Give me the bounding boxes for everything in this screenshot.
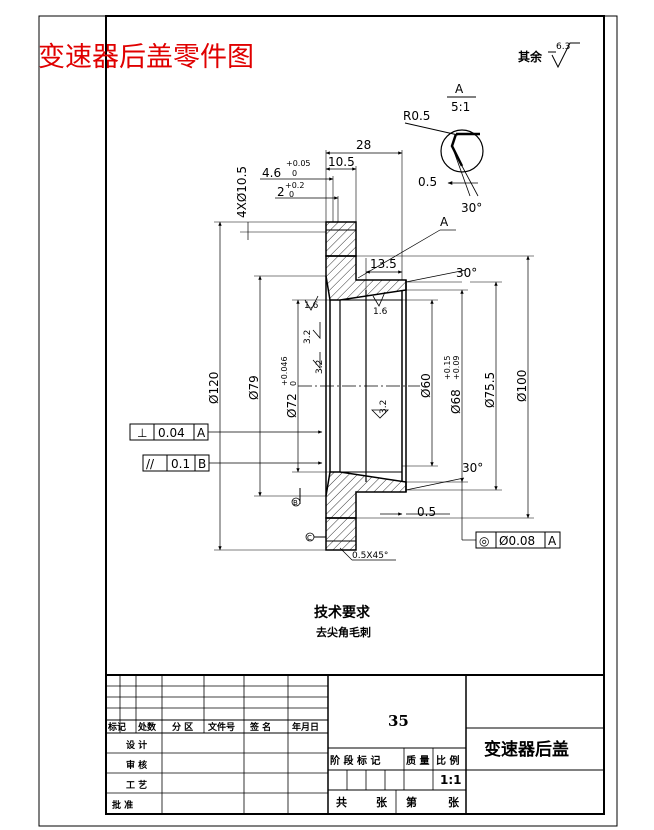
- parallelism-frame: [142, 454, 323, 472]
- par-datum: B: [198, 457, 206, 471]
- top-dimension-lines: [260, 150, 450, 516]
- dim-phi72: Ø72: [285, 393, 299, 418]
- tb-role-review: 审 核: [126, 759, 147, 771]
- dim-angle-bottom: 30°: [462, 461, 483, 475]
- dim-2-tol-upper: +0.2: [285, 181, 304, 190]
- tb-role-design: 设 计: [126, 739, 147, 751]
- dim-4-6-tol-upper: +0.05: [286, 159, 311, 168]
- dim-phi79: Ø79: [247, 375, 261, 400]
- roughness-icon: [304, 291, 389, 419]
- dim-holes: 4XØ10.5: [235, 166, 249, 218]
- tb-stage-header-2: 质 量: [406, 754, 429, 767]
- dim-phi60: Ø60: [419, 373, 433, 398]
- conc-datum: A: [548, 534, 557, 548]
- par-symbol: //: [146, 457, 155, 471]
- dim-phi120: Ø120: [207, 372, 221, 404]
- tb-sheet-label-4: 张: [448, 795, 460, 809]
- detail-profile: [447, 132, 480, 197]
- leader-a-label: A: [440, 215, 449, 229]
- drawing-title: 变速器后盖零件图: [38, 42, 254, 73]
- chamfer-leader: [339, 547, 353, 561]
- detail-label: A: [455, 82, 464, 96]
- surface-rest-value: 6.3: [556, 42, 570, 52]
- tb-rev-header-1: 标记: [107, 721, 126, 733]
- dim-4-6-tol-lower: 0: [292, 169, 297, 178]
- tb-role-process: 工 艺: [126, 779, 147, 791]
- conc-symbol: ◎: [479, 534, 489, 548]
- angle-bottom-line: [405, 477, 465, 491]
- concentricity-frame: [461, 482, 561, 549]
- detail-scale: 5:1: [451, 100, 470, 114]
- tb-scale-value: 1:1: [440, 773, 462, 787]
- dim-phi68-tol-upper: +0.15: [443, 355, 452, 380]
- datum-b-label: B: [293, 499, 298, 507]
- datum-b-icon: [291, 488, 301, 507]
- tb-stage-header-1: 阶 段 标 记: [330, 754, 380, 767]
- perp-datum: A: [197, 426, 206, 440]
- roughness-3: 3.2: [303, 330, 313, 344]
- detail-angle: 30°: [461, 201, 482, 215]
- dim-phi68: Ø68: [449, 389, 463, 414]
- detail-depth: 0.5: [418, 175, 437, 189]
- notes-heading: 技术要求: [314, 604, 371, 621]
- dim-angle-top: 30°: [456, 266, 477, 280]
- tb-rev-header-5: 签 名: [249, 721, 271, 733]
- perpendicularity-frame: [129, 423, 323, 441]
- dim-chamfer: 0.5X45°: [352, 551, 388, 561]
- surface-rest-label: 其余: [518, 49, 543, 64]
- angle-top-line: [405, 269, 467, 283]
- roughness-1: 1.6: [304, 301, 319, 311]
- tb-rev-header-2: 处数: [137, 721, 157, 733]
- perp-symbol: ⊥: [137, 426, 147, 440]
- tb-sheet-label-1: 共: [336, 795, 347, 809]
- tb-role-approve: 批 准: [112, 799, 133, 811]
- detail-circle: [440, 129, 484, 173]
- dim-phi72-tol-lower: 0: [289, 381, 298, 386]
- par-value: 0.1: [171, 457, 190, 471]
- datum-c-label: C: [307, 534, 312, 542]
- tb-rev-header-4: 文件号: [207, 721, 235, 733]
- datum-c-icon: [305, 532, 326, 542]
- notes-body: 去尖角毛刺: [316, 625, 371, 639]
- part-hub: [325, 255, 407, 519]
- dim-phi75-5: Ø75.5: [483, 372, 497, 408]
- roughness-2: 1.6: [373, 307, 388, 317]
- diameter-lines: [214, 221, 534, 551]
- tb-part-name: 变速器后盖: [484, 739, 569, 760]
- leader-a-line: [357, 229, 441, 279]
- detail-radius-leader: [404, 122, 459, 136]
- dim-10-5: 10.5: [328, 155, 355, 169]
- roughness-rest-icon: [548, 42, 580, 69]
- part-flange: [325, 221, 357, 551]
- tb-sheet-label-2: 张: [376, 795, 388, 809]
- conc-value: Ø0.08: [499, 534, 535, 548]
- dim-phi72-tol-upper: +0.046: [280, 356, 289, 386]
- perp-value: 0.04: [158, 426, 185, 440]
- dim-phi68-tol-lower: +0.09: [452, 355, 461, 380]
- tb-rev-header-6: 年月日: [292, 721, 319, 733]
- detail-radius: R0.5: [403, 109, 430, 123]
- dim-2: 2: [277, 185, 285, 199]
- tb-stage-header-3: 比 例: [436, 754, 459, 767]
- tb-rev-header-3: 分 区: [172, 721, 193, 733]
- title-block-grid: [106, 674, 604, 814]
- dim-28: 28: [356, 138, 371, 152]
- dim-phi100: Ø100: [515, 370, 529, 402]
- roughness-4: 3.2: [315, 360, 325, 374]
- dim-4-6: 4.6: [262, 166, 281, 180]
- tb-quantity: 35: [388, 712, 409, 730]
- roughness-5: 3.2: [379, 400, 389, 414]
- tb-sheet-label-3: 第: [406, 795, 417, 809]
- dim-2-tol-lower: 0: [289, 190, 294, 199]
- dim-0-5-bottom: 0.5: [417, 505, 436, 519]
- dim-13-5: 13.5: [370, 257, 397, 271]
- inner-border: [105, 15, 605, 815]
